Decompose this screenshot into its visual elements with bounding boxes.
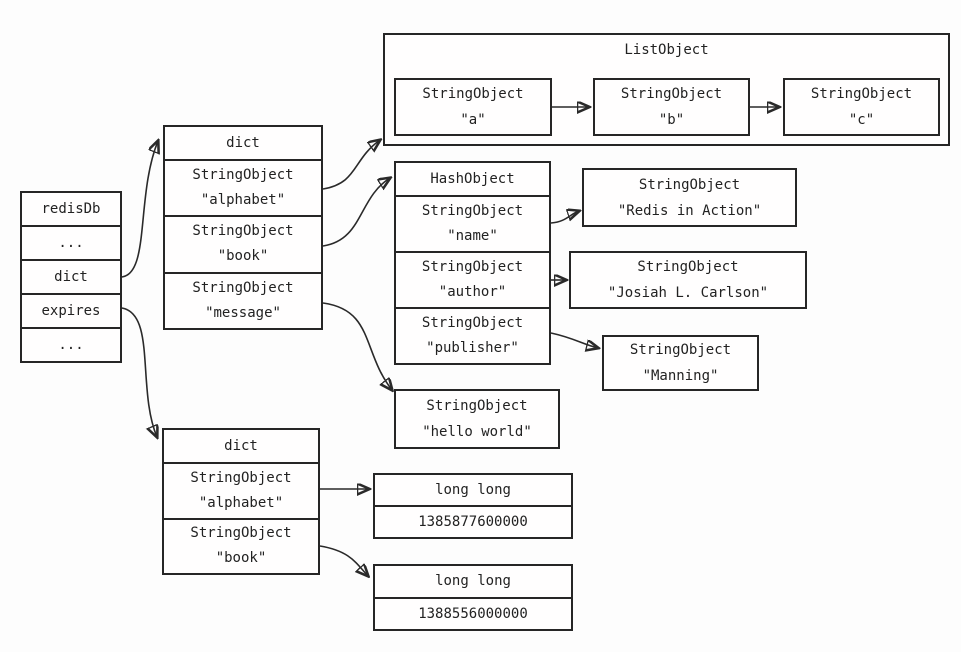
entry-type: StringObject bbox=[192, 167, 294, 184]
redisdb-field-dict: dict bbox=[22, 259, 120, 293]
arrow-publisher-to-publisher-value bbox=[550, 332, 598, 348]
entry-type: StringObject bbox=[190, 525, 292, 542]
value-text: "Manning" bbox=[642, 368, 719, 384]
item-type: StringObject bbox=[620, 86, 723, 102]
arrow-name-to-title-value bbox=[550, 211, 579, 224]
value-type: StringObject bbox=[629, 342, 732, 358]
item-type: StringObject bbox=[422, 86, 524, 102]
list-object-container: ListObject StringObject "a" StringObject… bbox=[383, 33, 950, 146]
item-type: StringObject bbox=[810, 86, 913, 102]
value-text: "Redis in Action" bbox=[617, 202, 762, 219]
value-box-author: StringObject "Josiah L. Carlson" bbox=[569, 251, 807, 309]
value-text: "Josiah L. Carlson" bbox=[607, 285, 769, 301]
entry-value: "message" bbox=[205, 304, 281, 321]
key-dict-entry-book: StringObject "book" bbox=[165, 215, 321, 271]
key-dict-entry-message: StringObject "message" bbox=[165, 271, 321, 328]
entry-value: "alphabet" bbox=[200, 192, 286, 209]
entry-type: StringObject bbox=[192, 279, 294, 296]
key-dict-entry-alphabet: StringObject "alphabet" bbox=[165, 159, 321, 215]
arrow-alphabet-to-listobject bbox=[322, 140, 380, 190]
list-item-b: StringObject "b" bbox=[593, 78, 750, 136]
entry-value: "book" bbox=[217, 248, 269, 265]
item-value: "b" bbox=[658, 112, 685, 128]
item-value: "a" bbox=[460, 112, 486, 128]
timestamp-value: 1388556000000 bbox=[375, 596, 571, 630]
redisdb-field-ellipsis-top: ... bbox=[22, 225, 120, 259]
entry-type: StringObject bbox=[421, 315, 524, 331]
value-text: "hello world" bbox=[422, 424, 532, 440]
timestamp-type: long long bbox=[435, 573, 511, 590]
redisdb-field-name: redisDb bbox=[41, 201, 101, 217]
list-object-title: ListObject bbox=[624, 42, 709, 58]
entry-type: StringObject bbox=[421, 203, 524, 219]
entry-value: "author" bbox=[438, 284, 507, 300]
hash-object-title: HashObject bbox=[430, 171, 515, 187]
entry-value: "alphabet" bbox=[198, 494, 284, 511]
list-item-c: StringObject "c" bbox=[783, 78, 940, 136]
arrow-redisdb-expires-to-expires-dict bbox=[121, 307, 157, 437]
arrow-message-to-helloworld bbox=[322, 302, 392, 390]
entry-type: StringObject bbox=[190, 469, 292, 486]
expires-entry-book: StringObject "book" bbox=[164, 517, 318, 574]
hash-object-table: HashObject StringObject "name" StringObj… bbox=[394, 161, 551, 365]
value-box-message: StringObject "hello world" bbox=[394, 389, 560, 449]
timestamp-value: 1385877600000 bbox=[375, 505, 571, 537]
entry-value: "publisher" bbox=[426, 340, 519, 356]
entry-value: "name" bbox=[447, 228, 498, 244]
entry-type: StringObject bbox=[192, 223, 294, 240]
arrow-expires-book-to-timestamp2 bbox=[319, 545, 368, 576]
key-dict-title: dict bbox=[226, 135, 260, 151]
value-type: StringObject bbox=[638, 176, 741, 193]
list-item-a: StringObject "a" bbox=[394, 78, 552, 136]
value-box-name: StringObject "Redis in Action" bbox=[582, 168, 797, 227]
value-box-publisher: StringObject "Manning" bbox=[602, 335, 759, 391]
value-type: StringObject bbox=[426, 398, 528, 414]
hash-entry-author: StringObject "author" bbox=[396, 251, 549, 307]
key-dict-table: dict StringObject "alphabet" StringObjec… bbox=[163, 125, 323, 330]
value-type: StringObject bbox=[637, 259, 739, 275]
expires-entry-alphabet: StringObject "alphabet" bbox=[164, 462, 318, 518]
arrow-redisdb-dict-to-key-dict bbox=[121, 141, 158, 278]
timestamp-box-alphabet: long long 1385877600000 bbox=[373, 473, 573, 539]
item-value: "c" bbox=[848, 112, 875, 128]
expires-dict-table: dict StringObject "alphabet" StringObjec… bbox=[162, 428, 320, 575]
arrow-book-to-hashobject bbox=[322, 178, 390, 247]
hash-entry-name: StringObject "name" bbox=[396, 195, 549, 251]
redisdb-struct: redisDb ... dict expires ... bbox=[20, 191, 122, 363]
entry-value: "book" bbox=[215, 550, 267, 567]
timestamp-type: long long bbox=[435, 482, 511, 498]
timestamp-box-book: long long 1388556000000 bbox=[373, 564, 573, 631]
redisdb-field-ellipsis-bottom: ... bbox=[22, 327, 120, 361]
expires-dict-title: dict bbox=[224, 438, 258, 454]
redisdb-field-expires: expires bbox=[22, 293, 120, 327]
entry-type: StringObject bbox=[421, 259, 524, 275]
hash-entry-publisher: StringObject "publisher" bbox=[396, 307, 549, 363]
